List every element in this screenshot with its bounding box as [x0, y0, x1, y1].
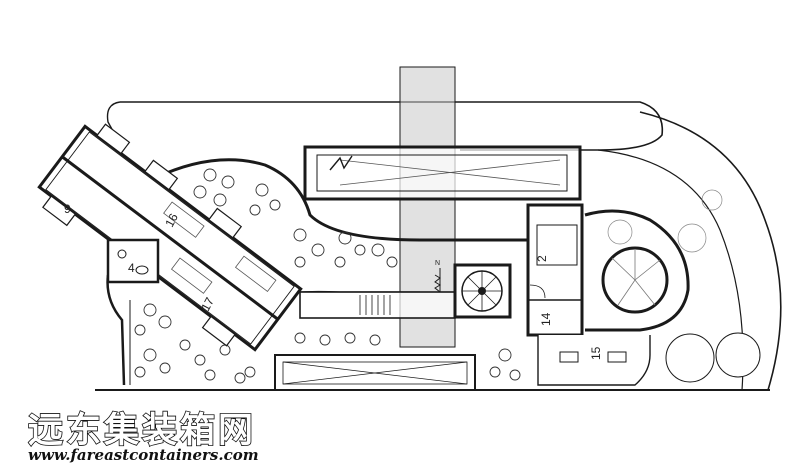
bathroom-box	[106, 238, 160, 284]
room-label-9: 9	[64, 202, 71, 216]
room-15-furniture-2	[607, 351, 627, 363]
sketch-trees-right	[607, 189, 723, 253]
bottom-box-diag-2	[282, 361, 468, 385]
room-label-15: 15	[589, 346, 603, 360]
spiral-stair-treads	[462, 271, 502, 311]
site-boundary-right	[639, 111, 782, 391]
stair-zigzag	[434, 274, 441, 293]
watermark-chinese: 远东集装箱网	[27, 410, 257, 452]
room-label-14: 14	[539, 312, 553, 326]
room-15-furniture-1	[559, 351, 579, 363]
site-boundary	[120, 101, 664, 151]
sink-symbol	[135, 265, 149, 275]
room-label-2: 2	[535, 255, 549, 262]
room-label-17: 17	[198, 295, 217, 314]
bottom-crossed-box	[274, 354, 476, 391]
stair-symbol	[329, 155, 353, 171]
pavilion-tree	[611, 250, 661, 306]
tilted-container-building	[37, 123, 303, 352]
top-container	[303, 145, 582, 201]
room-label-16: 16	[162, 211, 181, 230]
curved-courtyard-wall	[154, 158, 530, 242]
room-2-inner	[536, 224, 578, 266]
tree-2	[715, 332, 761, 378]
top-container-inner	[316, 154, 568, 192]
site-boundary-left	[106, 101, 121, 141]
door-swing	[529, 284, 546, 299]
room-15-outline	[537, 335, 651, 386]
top-container-diag-2	[339, 159, 561, 186]
stair-treads	[359, 295, 391, 315]
bottom-crossed-box-inner	[282, 361, 468, 385]
left-perimeter-wall	[106, 274, 126, 386]
room-label-4: 4	[128, 261, 135, 275]
stair-corridor	[299, 291, 456, 319]
toilet-symbol	[117, 249, 127, 259]
courtyard-furniture	[134, 168, 521, 384]
north-label: N	[435, 260, 440, 267]
watermark-url: www.fareastcontainers.com	[28, 446, 259, 464]
tree-1	[665, 333, 715, 383]
